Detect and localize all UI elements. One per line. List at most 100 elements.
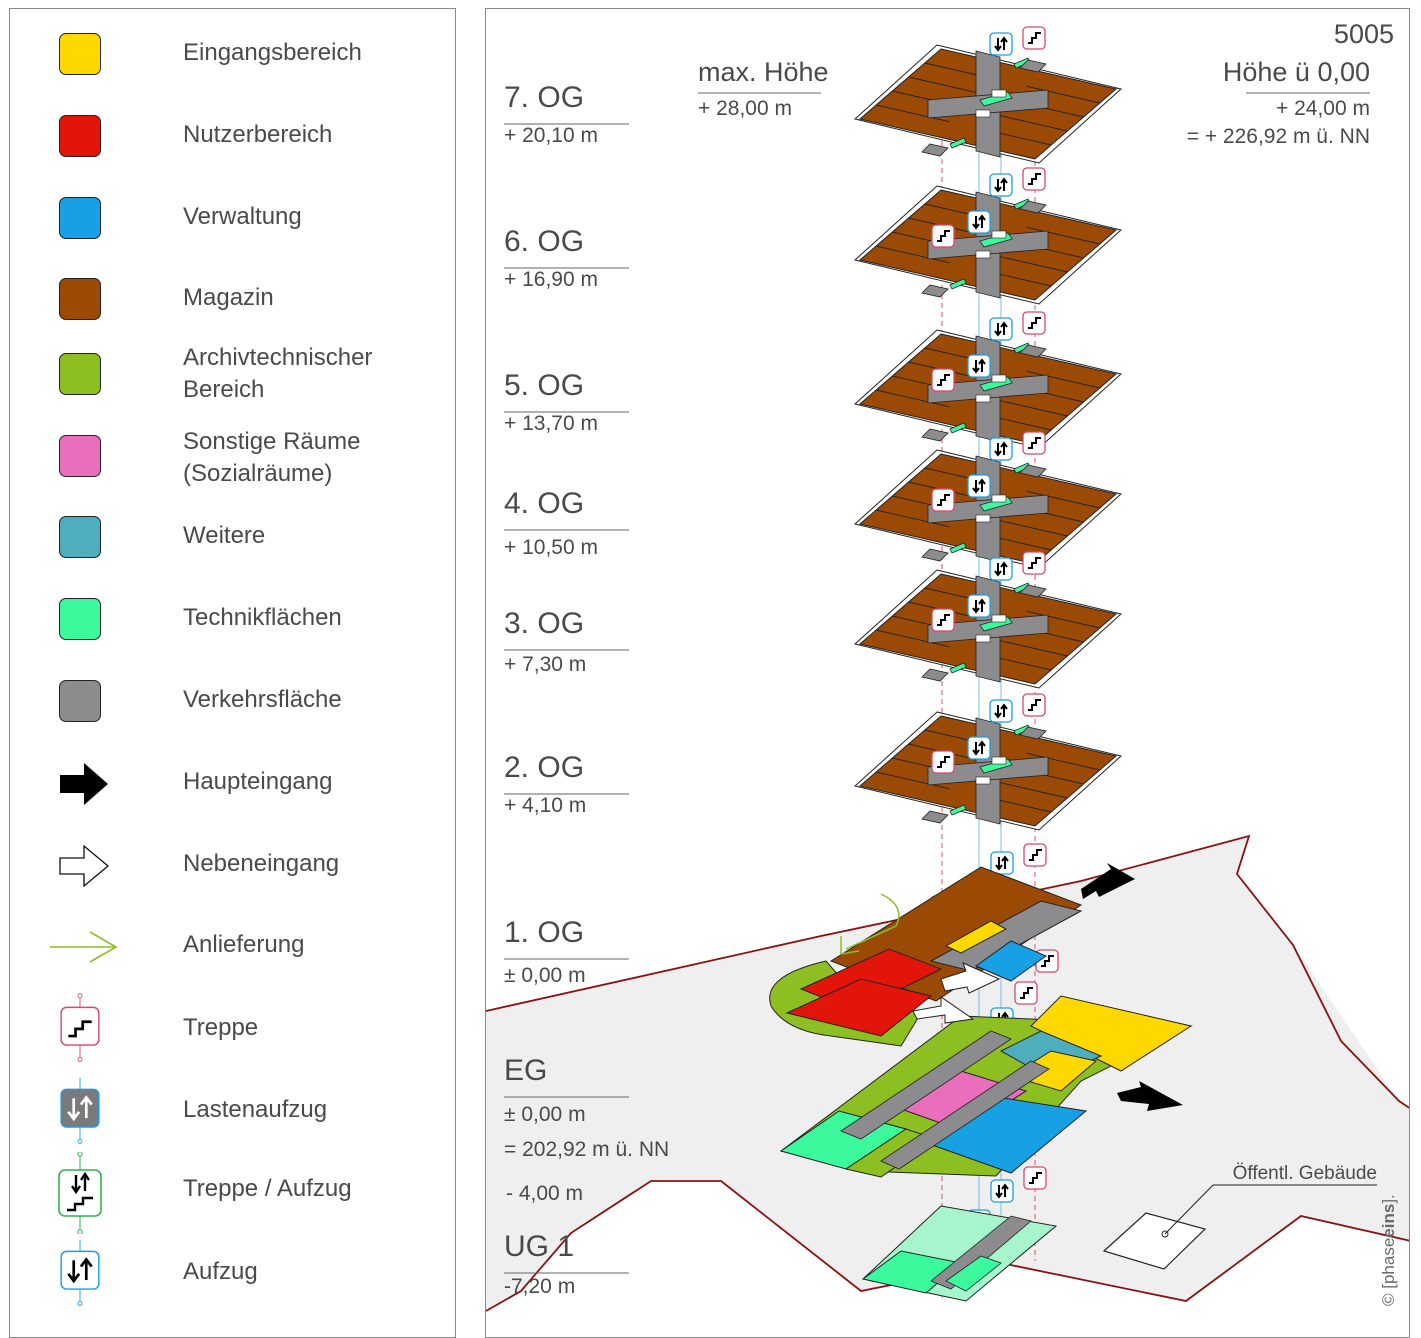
floor-name: UG 1: [504, 1230, 574, 1263]
legend-item-treppe: Treppe: [10, 993, 450, 1067]
stairs-icon: [1022, 167, 1046, 191]
legend-panel: Eingangsbereich Nutzerbereich Verwaltung…: [9, 8, 456, 1338]
floor-slab: [853, 449, 1123, 569]
elevator-icon: [989, 32, 1013, 56]
floor-level: -7,20 m: [504, 1275, 575, 1298]
floor-labels: 7. OG + 20,10 m 6. OG + 16,90 m 5. OG + 13,70…: [504, 81, 669, 1298]
floor-name: 6. OG: [504, 225, 584, 258]
side-entrance-arrow-icon: [912, 996, 975, 1024]
legend-label: Haupteingang: [183, 768, 333, 795]
floor-name: 5. OG: [504, 369, 584, 402]
legend-item-sonstige-raeume: Sonstige Räume (Sozialräume): [10, 428, 450, 504]
elevator-icon: [989, 437, 1013, 461]
max-height-label: max. Höhe: [698, 57, 829, 87]
legend-item-verkehrsflaeche: Verkehrsfläche: [10, 678, 450, 738]
main-entrance-arrow-icon: [1117, 1081, 1183, 1111]
legend-item-eingangsbereich: Eingangsbereich: [10, 23, 450, 83]
elevator-icon: [967, 594, 991, 618]
floor-name: 1. OG: [504, 916, 584, 949]
floor-level: + 20,10 m: [504, 124, 598, 147]
legend-item-lastenaufzug: Lastenaufzug: [10, 1077, 450, 1149]
legend-item-weitere: Weitere: [10, 514, 450, 574]
elevator-icon: [990, 851, 1014, 875]
elevator-icon: [967, 354, 991, 378]
legend-label: Verkehrsfläche: [183, 686, 342, 713]
swatch-archivtechnischer-bereich: [59, 353, 101, 395]
height-label: Höhe ü 0,00: [1223, 57, 1370, 87]
legend-item-magazin: Magazin: [10, 268, 450, 328]
floor-level: ± 0,00 m: [504, 1103, 586, 1126]
floor-slab: [853, 569, 1123, 689]
elevator-icon: [967, 474, 991, 498]
stairs-icon: [1022, 431, 1046, 455]
legend-item-verwaltung: Verwaltung: [10, 187, 450, 247]
elevator-icon: [60, 1239, 100, 1306]
stairs-icon: [1023, 843, 1047, 867]
main-entrance-arrow-icon: [60, 763, 108, 805]
floor-level: ± 0,00 m: [504, 964, 586, 987]
swatch-magazin: [59, 278, 101, 320]
freight-elevator-icon: [60, 1077, 100, 1144]
swatch-technikflaechen: [59, 598, 101, 640]
delivery-arrow-icon: [50, 931, 118, 963]
legend-label: Aufzug: [183, 1258, 258, 1285]
building-section-diagram: 7. OG + 20,10 m 6. OG + 16,90 m 5. OG + 13,70…: [486, 19, 1409, 1312]
side-entrance-arrow-icon: [940, 962, 1001, 994]
legend-label: Verwaltung: [183, 203, 302, 230]
floor-name: 2. OG: [504, 751, 584, 784]
floor-slab: [853, 329, 1123, 449]
legend-label: Archivtechnischer Bereich: [183, 344, 373, 403]
stairs-icon: [931, 368, 955, 392]
elevator-icon: [989, 317, 1013, 341]
floor-slab: [853, 44, 1123, 164]
floor-name: 4. OG: [504, 487, 584, 520]
swatch-verwaltung: [59, 197, 101, 239]
legend-label: Nutzerbereich: [183, 121, 333, 148]
side-entrance-arrow-icon: [59, 844, 110, 888]
elevator-icon: [967, 210, 991, 234]
max-height-value: + 28,00 m: [698, 97, 792, 120]
stairs-icon: [931, 224, 955, 248]
stairs-icon: [1022, 26, 1046, 50]
stairs-icon: [1022, 551, 1046, 575]
elevator-icon: [989, 557, 1013, 581]
legend-item-archivtechnischer-bereich: Archivtechnischer Bereich: [10, 344, 450, 420]
floor-slab: [853, 711, 1123, 831]
floor-slabs: [853, 26, 1123, 1258]
floor-level: + 10,50 m: [504, 536, 598, 559]
height-value: + 24,00 m: [1276, 97, 1370, 120]
elevator-icon: [989, 173, 1013, 197]
legend-item-aufzug: Aufzug: [10, 1239, 450, 1311]
stairs-icon: [931, 608, 955, 632]
stairs-icon: [60, 993, 100, 1062]
floor-name: 3. OG: [504, 607, 584, 640]
floor-level: + 16,90 m: [504, 268, 598, 291]
diagram-number: 5005: [1334, 19, 1394, 49]
ground-floor-complex: [769, 863, 1193, 1302]
stairs-icon: [1014, 981, 1038, 1005]
elevator-icon: [990, 1179, 1014, 1203]
elevator-icon: [989, 699, 1013, 723]
swatch-nutzerbereich: [59, 115, 101, 157]
public-building-label: Öffentl. Gebäude: [1233, 1163, 1377, 1184]
floor-level: + 13,70 m: [504, 412, 598, 435]
legend-label: Anlieferung: [183, 931, 305, 958]
stairs-icon: [1022, 693, 1046, 717]
legend-item-nebeneingang: Nebeneingang: [10, 836, 450, 896]
stairs-icon: [1023, 1166, 1047, 1190]
legend-label: Magazin: [183, 284, 274, 311]
legend-label: Sonstige Räume (Sozialräume): [183, 428, 361, 487]
legend-item-haupteingang: Haupteingang: [10, 754, 450, 814]
floor-level: + 4,10 m: [504, 794, 586, 817]
swatch-eingangsbereich: [59, 33, 101, 75]
swatch-verkehrsflaeche: [59, 680, 101, 722]
floor-name: 7. OG: [504, 81, 584, 114]
floor-name: EG: [504, 1054, 547, 1087]
swatch-weitere: [59, 516, 101, 558]
copyright: © [phaseeins].: [1379, 1194, 1398, 1306]
floor-level: + 7,30 m: [504, 653, 586, 676]
legend-item-nutzerbereich: Nutzerbereich: [10, 105, 450, 165]
legend-item-technikflaechen: Technikflächen: [10, 596, 450, 656]
legend-label: Treppe: [183, 1014, 259, 1041]
main-entrance-arrow-icon: [1081, 863, 1135, 899]
